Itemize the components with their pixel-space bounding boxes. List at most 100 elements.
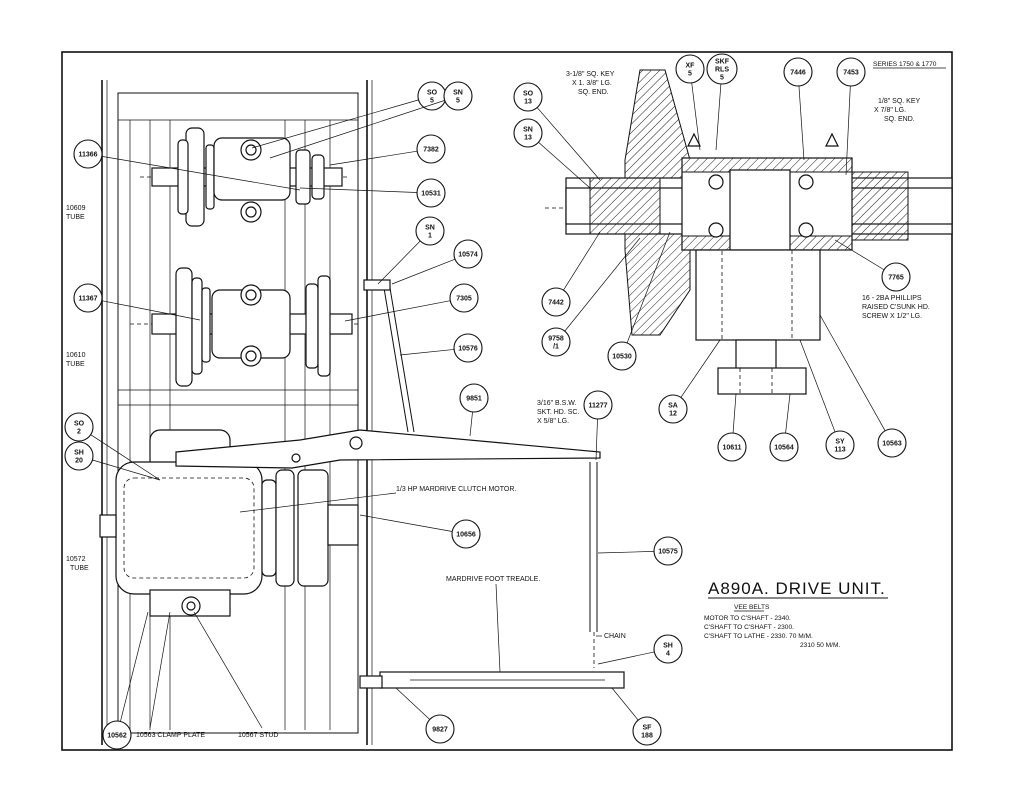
section-view bbox=[545, 69, 953, 395]
leader-c7382 bbox=[329, 150, 418, 166]
callout-label-c7765: 7765 bbox=[888, 275, 904, 282]
callout-bubble-sh4 bbox=[653, 634, 683, 664]
callout-bubble-sn1 bbox=[415, 216, 445, 246]
leader-c10562 bbox=[120, 611, 149, 722]
callout-bubble-c10530 bbox=[607, 341, 637, 371]
vee-belts-heading: VEE BELTS bbox=[734, 604, 770, 611]
screws-line2: RAISED C'SUNK HD. bbox=[862, 304, 930, 311]
callout-bubble-sn5 bbox=[443, 81, 473, 111]
callout-label-xf5: 5 bbox=[688, 71, 692, 78]
callout-label-c9758: 9758 bbox=[548, 336, 564, 343]
leader-c10656 bbox=[359, 514, 453, 532]
callout-label-c11277: 11277 bbox=[588, 403, 607, 410]
callout-bubble-sf188 bbox=[632, 716, 662, 746]
callout-label-c10574: 10574 bbox=[458, 252, 478, 259]
callout-bubble-c10656 bbox=[451, 519, 481, 549]
tube-10572-num: 10572 bbox=[66, 556, 86, 563]
callout-bubble-c10564 bbox=[769, 432, 799, 462]
key-top-line1: 3-1/8" SQ. KEY bbox=[566, 71, 615, 78]
leader-c11367 bbox=[101, 300, 201, 321]
clamp-plate-note: 10563 CLAMP PLATE bbox=[136, 732, 205, 739]
callout-label-sh4: 4 bbox=[666, 651, 670, 658]
leader-c7453 bbox=[845, 85, 851, 176]
callout-bubble-c7446 bbox=[783, 57, 813, 87]
callout-bubble-c10574 bbox=[453, 239, 483, 269]
callout-label-c9827: 9827 bbox=[432, 727, 448, 734]
callout-label-so5: SO bbox=[427, 90, 438, 97]
leader-c10530 bbox=[626, 231, 671, 344]
bsw-line3: X 5/8" LG. bbox=[537, 418, 569, 425]
callout-bubble-sa12 bbox=[658, 394, 688, 424]
key-right-line1: 1/8" SQ. KEY bbox=[878, 98, 921, 105]
callout-label-sn13: SN bbox=[523, 127, 533, 134]
key-top-line3: SQ. END. bbox=[578, 89, 609, 96]
callout-label-sa12: 12 bbox=[669, 411, 677, 418]
bsw-line1: 3/16" B.S.W. bbox=[537, 400, 577, 407]
callout-bubble-c10576 bbox=[453, 333, 483, 363]
callout-label-sn5: 5 bbox=[456, 98, 460, 105]
callout-label-c10576: 10576 bbox=[458, 346, 478, 353]
motor-note: 1/3 HP MARDRIVE CLUTCH MOTOR. bbox=[396, 486, 516, 493]
callout-label-c9851: 9851 bbox=[466, 396, 482, 403]
screws-line3: SCREW X 1/2" LG. bbox=[862, 313, 922, 320]
leader-c11277 bbox=[595, 418, 598, 461]
leader-xf5 bbox=[691, 82, 701, 151]
callout-label-so13: SO bbox=[523, 91, 534, 98]
callout-label-c7453: 7453 bbox=[843, 70, 859, 77]
callout-label-sa12: SA bbox=[668, 403, 678, 410]
callout-label-sy113: 113 bbox=[834, 447, 845, 454]
callout-label-c10563: 10563 bbox=[882, 441, 902, 448]
callout-label-c10562: 10562 bbox=[107, 733, 127, 740]
stud-note: 10567 STUD bbox=[238, 732, 278, 739]
leader-c7446 bbox=[798, 85, 805, 161]
tube-10609-label: TUBE bbox=[66, 214, 85, 221]
drawing-title: A890A. DRIVE UNIT. bbox=[708, 579, 886, 598]
leader-c9827 bbox=[395, 687, 430, 720]
bearing-block-top bbox=[213, 137, 291, 201]
callout-label-so2: SO bbox=[74, 421, 85, 428]
leader-c10563 bbox=[819, 314, 886, 431]
callout-label-skf: RLS bbox=[715, 67, 729, 74]
callout-bubble-c10562 bbox=[102, 720, 132, 750]
callout-bubble-so2 bbox=[64, 412, 94, 442]
motor-pulley bbox=[297, 469, 329, 587]
key-right-line3: SQ. END. bbox=[884, 116, 915, 123]
vee-belts-line3: C'SHAFT TO LATHE - 2330. 70 M/M. bbox=[704, 633, 813, 640]
callout-label-skf: SKF bbox=[715, 59, 730, 66]
title-block: A890A. DRIVE UNIT. VEE BELTS MOTOR TO C'… bbox=[704, 579, 888, 649]
tube-10610-num: 10610 bbox=[66, 352, 86, 359]
front-view bbox=[99, 80, 625, 745]
callout-bubble-so13 bbox=[513, 82, 543, 112]
clutch-motor bbox=[115, 461, 263, 595]
chain-note: CHAIN bbox=[604, 633, 626, 640]
callout-bubble-c7305 bbox=[449, 283, 479, 313]
leader-sh20 bbox=[92, 459, 161, 481]
callout-bubble-c11277 bbox=[583, 390, 613, 420]
tube-10572-label: TUBE bbox=[70, 565, 89, 572]
callout-label-c7305: 7305 bbox=[456, 296, 472, 303]
callout-bubble-sy113 bbox=[825, 430, 855, 460]
vee-belts-line4: 2310 50 M/M. bbox=[800, 642, 840, 649]
callout-bubble-c11367 bbox=[73, 283, 103, 313]
callout-label-c10575: 10575 bbox=[658, 549, 678, 556]
leader-skf bbox=[715, 83, 722, 151]
callout-label-sf188: SF bbox=[643, 725, 653, 732]
vee-belts-line1: MOTOR TO C'SHAFT - 2340. bbox=[704, 615, 791, 622]
rod-10576 bbox=[383, 287, 409, 433]
tube-10610-label: TUBE bbox=[66, 361, 85, 368]
callout-label-c10611: 10611 bbox=[722, 445, 741, 452]
callouts: 1136611367SO5SN5738210531SN1105747305105… bbox=[64, 53, 911, 750]
callout-label-sf188: 188 bbox=[641, 733, 653, 740]
leader-sn1 bbox=[377, 240, 421, 285]
callout-label-sh4: SH bbox=[663, 643, 673, 650]
drawing-border bbox=[61, 51, 953, 751]
callout-label-sh20: SH bbox=[74, 450, 84, 457]
callout-label-c7446: 7446 bbox=[790, 70, 806, 77]
screws-line1: 16 - 2BA PHILLIPS bbox=[862, 295, 922, 302]
callout-bubble-c7382 bbox=[416, 134, 446, 164]
leader-c11366 bbox=[101, 155, 301, 191]
callout-label-sh20: 20 bbox=[75, 458, 83, 465]
leader-so5 bbox=[251, 99, 419, 149]
callout-bubble-c9758 bbox=[541, 327, 571, 357]
bsw-line2: SKT. HD. SC. bbox=[537, 409, 579, 416]
